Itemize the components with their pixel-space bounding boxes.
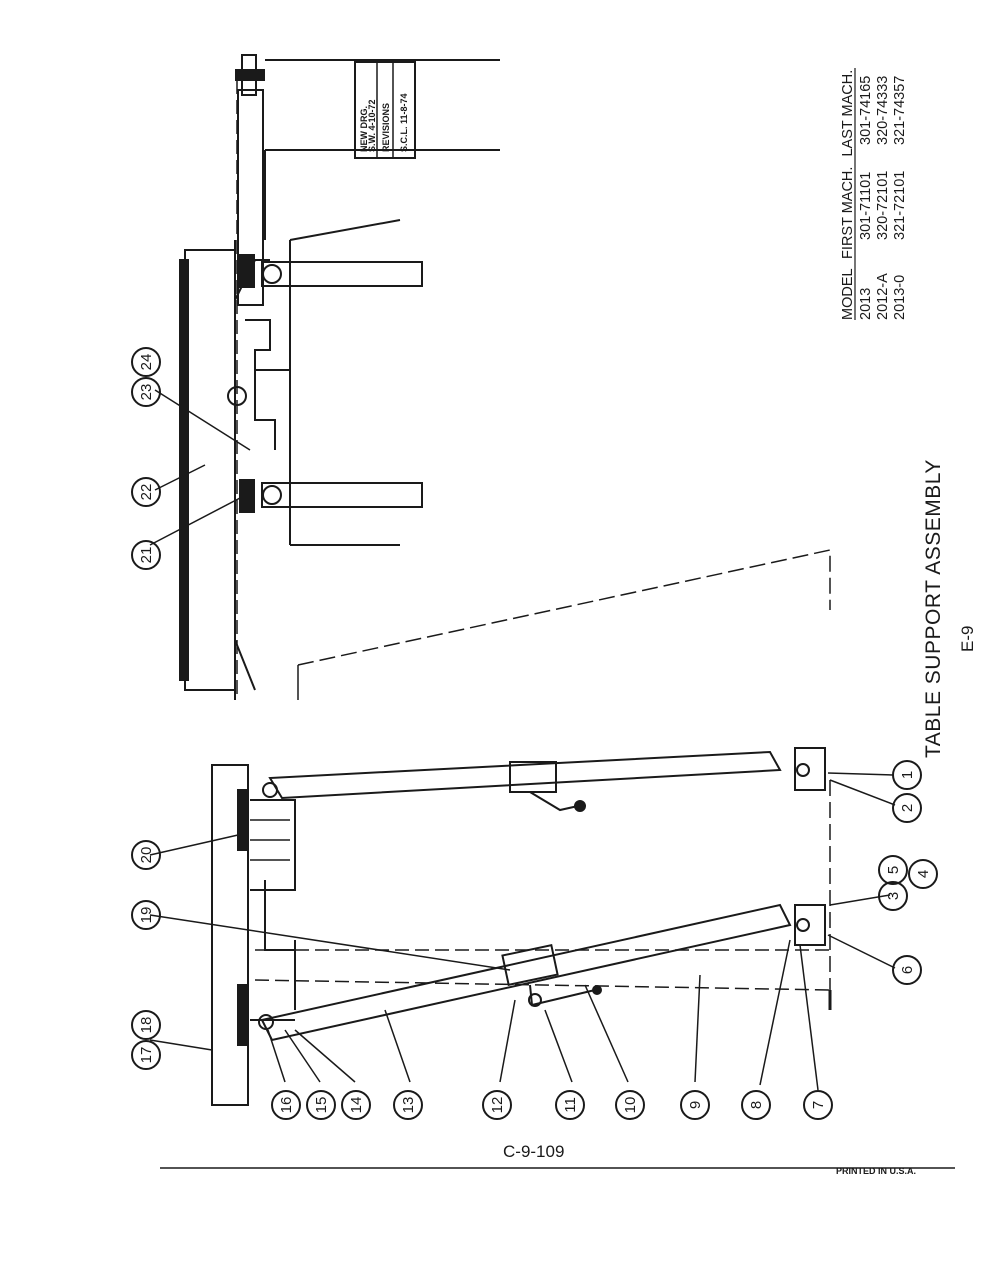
model-header-model: MODEL <box>840 269 856 321</box>
callout-12: 12 <box>489 1097 506 1114</box>
callout-17: 17 <box>138 1047 155 1064</box>
callout-2: 2 <box>899 804 916 812</box>
side-view-lock-tip-2 <box>592 985 602 995</box>
top-view-table-edge <box>179 259 189 681</box>
model-row-1-model: 2013 <box>858 288 874 320</box>
side-view-frame <box>250 799 296 1021</box>
callout-leaders <box>149 389 896 1091</box>
top-view-nut <box>235 69 265 81</box>
callout-11: 11 <box>562 1097 579 1113</box>
side-view-assembly <box>211 747 832 1106</box>
callout-16: 16 <box>278 1097 295 1114</box>
side-view-table-slab <box>211 764 249 1106</box>
callout-7: 7 <box>810 1101 827 1109</box>
callout-9: 9 <box>687 1101 704 1109</box>
revision-box-frame <box>354 61 416 159</box>
callout-circles <box>131 347 938 1120</box>
model-row-2-last: 320-74333 <box>875 76 891 145</box>
model-row-1-first: 301-71101 <box>858 172 874 240</box>
top-view-assembly <box>179 54 500 700</box>
callout-numbers: 1 2 5 4 3 6 7 8 9 10 11 12 13 14 15 16 1… <box>138 354 932 1114</box>
callout-13: 13 <box>400 1097 417 1114</box>
side-view-lock-collar-1 <box>509 761 557 793</box>
revision-box-dividers <box>376 62 394 158</box>
side-view-lock-knob-2 <box>528 993 542 1007</box>
callout-5: 5 <box>885 866 902 874</box>
callout-20: 20 <box>138 847 155 864</box>
callout-1: 1 <box>899 771 916 779</box>
callout-10: 10 <box>622 1097 639 1114</box>
model-table: MODEL FIRST MACH. LAST MACH. 2013 301-71… <box>840 68 908 320</box>
top-view-bracket-right <box>239 254 255 288</box>
top-view-mechanism <box>245 319 291 450</box>
top-view-clevis-right <box>262 264 282 284</box>
model-row-3-last: 321-74357 <box>892 76 908 145</box>
callout-15: 15 <box>313 1097 330 1114</box>
callout-6: 6 <box>899 966 916 974</box>
model-row-2-first: 320-72101 <box>875 171 891 240</box>
callout-4: 4 <box>915 870 932 878</box>
side-view-top-pivot-1 <box>262 782 278 798</box>
side-view-base-block-1 <box>794 747 826 791</box>
revision-label: REVISIONS <box>381 103 391 152</box>
top-view-bracket-left <box>239 479 255 513</box>
revision-new-drg: NEW DRG. <box>359 106 369 152</box>
model-header-first: FIRST MACH. <box>840 167 856 259</box>
side-view-base-pin-1 <box>796 763 810 777</box>
top-view-leg-right <box>261 261 423 287</box>
side-view-leg-angled <box>260 903 792 1042</box>
revision-sw: S.W. 4-10-72 <box>367 99 377 152</box>
side-view-base-block-2 <box>794 904 826 946</box>
model-row-1-last: 301-74165 <box>858 76 874 145</box>
printed-in-label: PRINTED IN U.S.A. <box>836 1166 917 1176</box>
drawing-number: C-9-109 <box>503 1142 565 1161</box>
model-row-2-model: 2012-A <box>875 273 891 320</box>
callout-3: 3 <box>885 892 902 900</box>
page-number: E-9 <box>958 625 977 652</box>
callout-19: 19 <box>138 907 155 924</box>
side-view-ribs <box>250 819 290 861</box>
side-view-dash-lines <box>254 949 831 991</box>
callout-23: 23 <box>138 384 155 401</box>
model-header-row: MODEL FIRST MACH. LAST MACH. <box>840 70 856 320</box>
callout-18: 18 <box>138 1017 155 1034</box>
callout-8: 8 <box>748 1101 765 1109</box>
side-view-lock-handle-1 <box>529 791 579 812</box>
side-view-leg-straight <box>268 750 782 800</box>
model-row-3-first: 321-72101 <box>892 171 908 240</box>
top-view-clevis-left <box>262 485 282 505</box>
model-row-2: 2012-A 320-72101 320-74333 <box>875 76 891 320</box>
side-view-top-pivot-2 <box>258 1014 274 1030</box>
side-view-lock-knob-1 <box>574 800 586 812</box>
top-view-frame <box>264 59 500 546</box>
top-view-carriage <box>234 240 270 700</box>
model-row-3-model: 2013-0 <box>892 275 908 320</box>
side-view-pad-lower <box>237 984 247 1046</box>
model-row-3: 2013-0 321-72101 321-74357 <box>892 76 908 320</box>
callout-21: 21 <box>138 547 155 564</box>
revision-scl: S.C.L. 11-8-74 <box>399 93 409 152</box>
projection-line-upper <box>297 549 831 666</box>
revision-box-text: NEW DRG. S.W. 4-10-72 REVISIONS S.C.L. 1… <box>359 93 409 152</box>
top-view-leg-left <box>261 482 423 508</box>
top-view-shaft <box>237 89 264 306</box>
page-title: TABLE SUPPORT ASSEMBLY <box>922 459 945 758</box>
callout-22: 22 <box>138 484 155 501</box>
model-row-1: 2013 301-71101 301-74165 <box>858 76 874 320</box>
callout-14: 14 <box>348 1097 365 1114</box>
model-header-last: LAST MACH. <box>840 70 856 157</box>
side-view-base-pin-2 <box>796 918 810 932</box>
side-view-pad-upper <box>237 789 247 851</box>
revision-box <box>354 61 416 159</box>
callout-24: 24 <box>138 354 155 371</box>
top-view-table-slab <box>184 249 236 691</box>
